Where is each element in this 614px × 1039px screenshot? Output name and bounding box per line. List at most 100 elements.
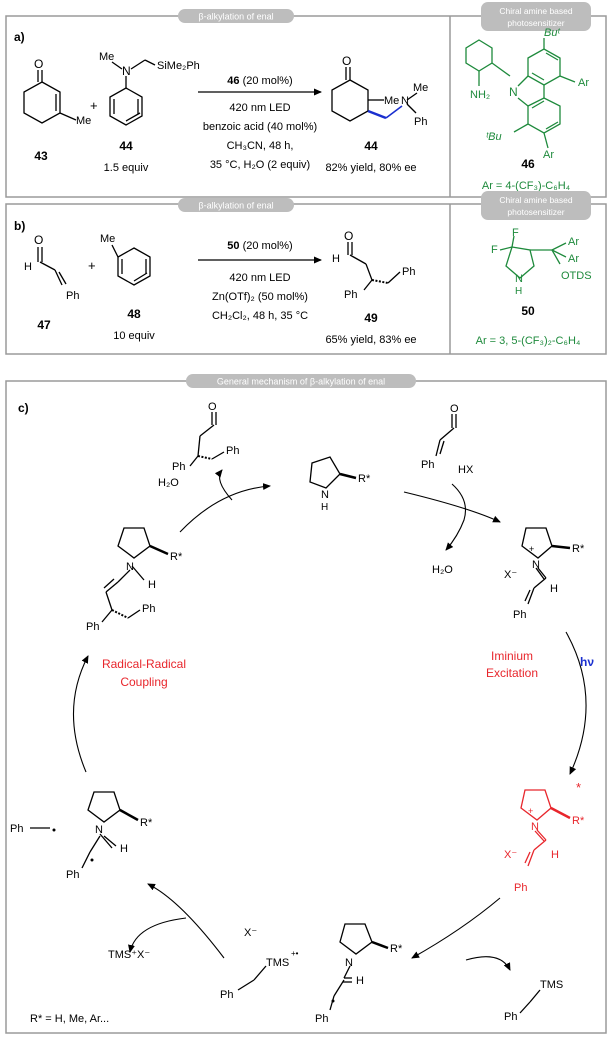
tms-radical-cation [237, 965, 267, 991]
benzyl-radical-dot [52, 828, 56, 832]
product-49 [347, 242, 401, 284]
cycle-product-hash [197, 455, 213, 460]
radcat-x: X⁻ [244, 927, 257, 939]
cycle-enal [435, 414, 457, 457]
excited-plus: + [528, 806, 533, 816]
excited-ph: Ph [514, 882, 527, 894]
iminium-x: X⁻ [504, 569, 517, 581]
panel-a-solvent: CH₃CN, 48 h, [227, 140, 294, 152]
coupled-enamine-rstar: R* [170, 551, 183, 563]
sensitizer-50: Chiral amine based photosensitizer F F A… [476, 191, 592, 347]
radical-pair-h: H [120, 843, 128, 855]
panel-a-acid: benzoic acid (40 mol%) [203, 121, 317, 133]
product-44-n-me: Me [413, 82, 428, 94]
enamine-radical-ph: Ph [315, 1013, 328, 1025]
plus-sign-b: + [88, 258, 96, 273]
benzyl-radical-ph: Ph [10, 823, 23, 835]
sens-b-header-pill [481, 191, 591, 220]
benzyl-tms-ph: Ph [504, 1011, 517, 1023]
sens-50-ar2: Ar [568, 253, 579, 265]
panel-a-header: β-alkylation of enal [198, 12, 273, 22]
sens-b-header-2: photosensitizer [507, 207, 564, 217]
panel-b: β-alkylation of enal b) O H Ph 47 + Me 4… [5, 198, 607, 355]
sens-50-f2: F [491, 244, 498, 256]
radcat-charge: +• [291, 949, 299, 958]
product-44-ph: Ph [414, 116, 427, 128]
coupled-enamine-n: N [126, 561, 134, 573]
product-49-h: H [332, 253, 340, 265]
product-44-wedge [367, 109, 387, 120]
amine-catalyst [309, 456, 341, 489]
sens-50-ar-def: Ar = 3, 5-(CF₃)₂-C₆H₄ [476, 335, 581, 347]
product-44-id: 44 [364, 139, 378, 153]
silyl-aniline-44 [109, 59, 156, 126]
radical-pair-wedge [119, 808, 139, 822]
enal-47-h: H [24, 261, 32, 273]
cinnamaldehyde-47 [37, 247, 67, 286]
compound-48-id: 48 [127, 307, 141, 321]
product-44-link [385, 105, 403, 119]
panel-b-label: b) [14, 219, 25, 233]
product-44-me: Me [384, 95, 399, 107]
radcat-ph: Ph [220, 989, 233, 1001]
coupling-label-2: Coupling [120, 675, 167, 689]
panel-a: β-alkylation of enal a) O Me 43 + Me N S… [5, 9, 607, 198]
product-44 [331, 67, 418, 122]
compound-44-equiv: 1.5 equiv [104, 162, 149, 174]
sens-50-otds: OTDS [561, 270, 592, 282]
cycle-arrows [72, 469, 587, 971]
plus-sign-a: + [90, 98, 98, 113]
panel-c-header: General mechanism of β-alkylation of ena… [217, 377, 385, 387]
sens-50-f1: F [512, 227, 519, 239]
enamine-radical-n: N [345, 957, 353, 969]
panel-b-light: 420 nm LED [229, 272, 290, 284]
panel-a-temp: 35 °C, H₂O (2 equiv) [210, 159, 310, 171]
coupled-enamine-wedge [149, 544, 169, 556]
sens-50-ar1: Ar [568, 236, 579, 248]
iminium-rstar: R* [572, 543, 585, 555]
excitation-label-2: Excitation [486, 666, 538, 680]
panel-b-header-pill [178, 198, 294, 212]
product-49-id: 49 [364, 311, 378, 325]
sensitizer-46: Chiral amine based photosensitizer Buᵗ A… [465, 2, 591, 192]
aniline-me: Me [99, 51, 114, 63]
excited-rstar: R* [572, 815, 585, 827]
sens-a-header-2: photosensitizer [507, 18, 564, 28]
sens-46-ar-def: Ar = 4-(CF₃)-C₆H₄ [482, 180, 571, 192]
product-49-ph2: Ph [402, 266, 415, 278]
benzyl-tms [519, 989, 541, 1014]
sens-46-but-top: Buᵗ [544, 27, 560, 39]
sens-b-header-1: Chiral amine based [499, 195, 573, 205]
sens-50-skeleton [499, 235, 567, 279]
product-49-o: O [344, 229, 353, 243]
aniline-n: N [122, 64, 131, 78]
cyclohexenone-o: O [34, 57, 43, 71]
sens-46-but-bottom: ᵗBu [486, 131, 502, 143]
product-44-o: O [342, 54, 351, 68]
enamine-radical-rstar: R* [390, 943, 403, 955]
cycle-enal-ph: Ph [421, 459, 434, 471]
enamine-radical-dot [331, 999, 335, 1003]
compound-44-id: 44 [119, 139, 133, 153]
sens-46-skeleton [465, 38, 576, 149]
coupling-label-1: Radical-Radical [102, 657, 186, 671]
tms-x-label: TMS⁺X⁻ [108, 949, 150, 961]
cyclohexenone-43 [23, 70, 77, 124]
benzyl-tms-label: TMS [540, 979, 563, 991]
enamine-radical [329, 923, 373, 1011]
radical-pair-ph: Ph [66, 869, 79, 881]
radcat-tms: TMS [266, 957, 289, 969]
catalyst-rstar: R* [358, 473, 371, 485]
coupled-enamine [101, 527, 151, 623]
cycle-product-bond [211, 451, 225, 460]
excitation-label-1: Iminium [491, 649, 533, 663]
sens-a-header-pill [481, 2, 591, 31]
excited-x: X⁻ [504, 849, 517, 861]
catalyst-h: H [321, 502, 328, 513]
compound-48-equiv: 10 equiv [113, 330, 155, 342]
product-49-yield: 65% yield, 83% ee [325, 334, 416, 346]
sens-50-id: 50 [521, 304, 535, 318]
sens-46-nh2: NH₂ [470, 89, 490, 101]
panel-a-frame [5, 15, 607, 198]
